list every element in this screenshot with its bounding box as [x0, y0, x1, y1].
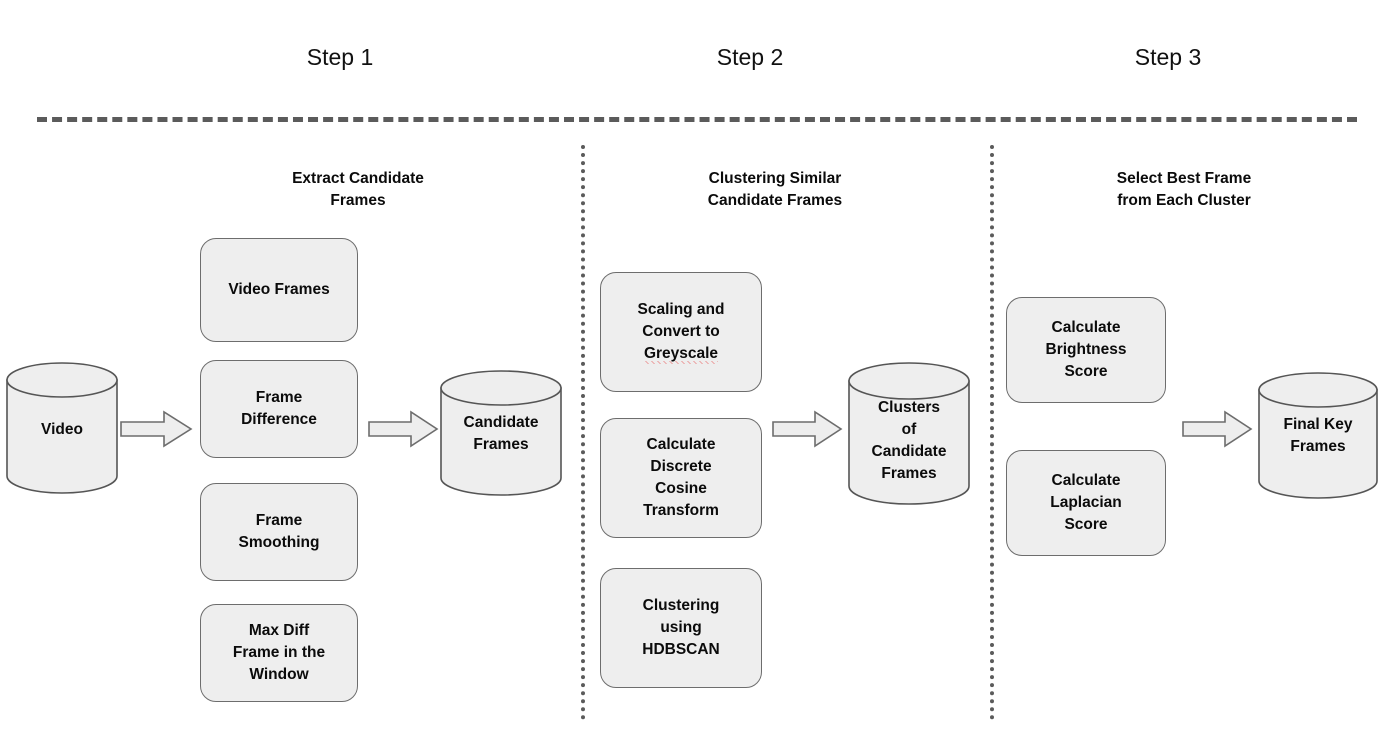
arrow-step3-to-final-key-frames: [1182, 410, 1253, 448]
cylinder-shape: [6, 362, 118, 494]
process-box-calculate-brightness-score-label: Calculate Brightness Score: [1045, 319, 1127, 380]
process-box-scaling-convert-greyscale[interactable]: Scaling and Convert to Greyscale: [600, 272, 762, 392]
datastore-video-label: Video: [41, 421, 83, 438]
right-arrow-icon: [1182, 410, 1253, 448]
step-title-3: Step 3: [1134, 44, 1202, 70]
header-dashed-separator: [37, 117, 1357, 122]
datastore-final-key-frames-label: Final Key Frames: [1283, 416, 1353, 455]
process-box-calculate-dct[interactable]: Calculate Discrete Cosine Transform: [600, 418, 762, 538]
process-box-calculate-laplacian-score-label: Calculate Laplacian Score: [1050, 472, 1122, 533]
datastore-final-key-frames[interactable]: Final Key Frames: [1258, 372, 1378, 499]
datastore-candidate-frames[interactable]: Candidate Frames: [440, 370, 562, 496]
process-box-max-diff-frame[interactable]: Max Diff Frame in the Window: [200, 604, 358, 702]
process-box-frame-smoothing-label: Frame Smoothing: [238, 512, 320, 551]
right-arrow-icon: [772, 410, 843, 448]
process-box-scaling-text: Scaling and Convert to: [637, 301, 725, 340]
column-divider-2: [990, 145, 994, 720]
process-box-clustering-hdbscan-label: Clustering using HDBSCAN: [642, 597, 720, 658]
process-box-scaling-convert-greyscale-label: Scaling and Convert to Greyscale: [638, 299, 725, 365]
column-divider-1: [581, 145, 585, 720]
datastore-clusters-of-candidate-frames[interactable]: Clusters of Candidate Frames: [848, 362, 970, 506]
process-box-calculate-dct-label: Calculate Discrete Cosine Transform: [643, 436, 719, 519]
process-box-clustering-hdbscan[interactable]: Clustering using HDBSCAN: [600, 568, 762, 688]
process-box-max-diff-frame-label: Max Diff Frame in the Window: [232, 622, 326, 683]
right-arrow-icon: [120, 410, 193, 448]
column-header-extract-candidate-frames: Extract Candidate Frames: [292, 170, 424, 209]
process-box-video-frames[interactable]: Video Frames: [200, 238, 358, 342]
datastore-candidate-frames-label: Candidate Frames: [463, 414, 539, 453]
process-box-calculate-brightness-score[interactable]: Calculate Brightness Score: [1006, 297, 1166, 403]
datastore-video[interactable]: Video: [6, 362, 118, 494]
arrow-frame-difference-to-candidate-frames: [368, 410, 439, 448]
cylinder-shape: [848, 362, 970, 505]
step-title-1: Step 1: [306, 44, 374, 70]
right-arrow-icon: [368, 410, 439, 448]
process-box-video-frames-label: Video Frames: [228, 281, 330, 298]
process-box-calculate-laplacian-score[interactable]: Calculate Laplacian Score: [1006, 450, 1166, 556]
column-header-clustering-similar-candidate-frames: Clustering Similar Candidate Frames: [707, 170, 843, 209]
arrow-video-to-frame-difference: [120, 410, 193, 448]
cylinder-shape: [440, 370, 562, 496]
datastore-clusters-of-candidate-frames-label: Clusters of Candidate Frames: [871, 399, 947, 482]
misspelled-word-greyscale: Greyscale: [643, 345, 719, 364]
step-title-2: Step 2: [716, 44, 784, 70]
column-header-select-best-frame: Select Best Frame from Each Cluster: [1116, 170, 1252, 209]
arrow-step2-to-clusters: [772, 410, 843, 448]
cylinder-shape: [1258, 372, 1378, 499]
process-box-frame-difference-label: Frame Difference: [241, 389, 317, 428]
process-box-frame-smoothing[interactable]: Frame Smoothing: [200, 483, 358, 581]
process-box-frame-difference[interactable]: Frame Difference: [200, 360, 358, 458]
